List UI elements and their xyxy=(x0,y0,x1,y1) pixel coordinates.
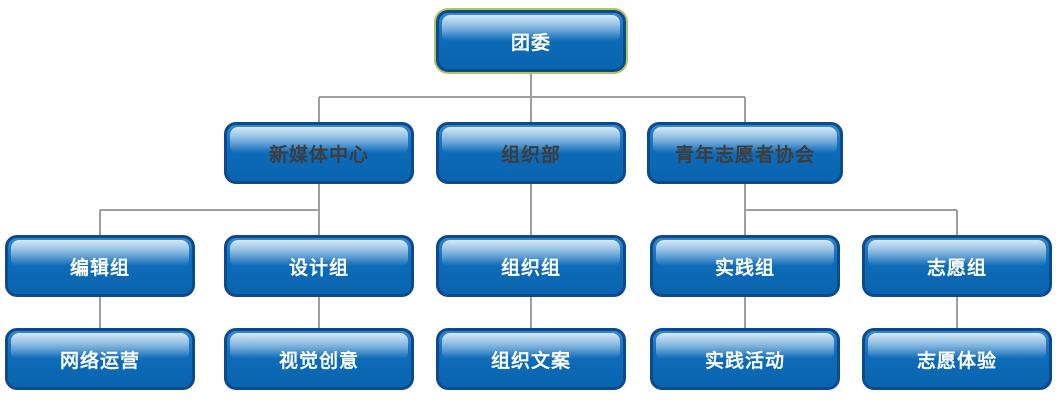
org-node-label: 实践活动 xyxy=(704,350,785,372)
org-node-zuzhiwenan[interactable]: 组织文案 xyxy=(436,328,626,390)
org-node-label: 设计组 xyxy=(288,257,349,279)
org-node-zhiyuanzu[interactable]: 志愿组 xyxy=(862,235,1052,297)
org-node-tuanwei[interactable]: 团委 xyxy=(436,10,626,72)
org-node-label: 青年志愿者协会 xyxy=(674,144,815,166)
org-node-label: 志愿组 xyxy=(926,257,987,279)
org-node-zhiyuantiyan[interactable]: 志愿体验 xyxy=(862,328,1052,390)
org-node-label: 新媒体中心 xyxy=(268,144,369,166)
org-node-label: 实践组 xyxy=(714,257,775,279)
org-node-shijianhuodong[interactable]: 实践活动 xyxy=(650,328,840,390)
org-node-zuzhizu[interactable]: 组织组 xyxy=(436,235,626,297)
org-node-shijuechuangyi[interactable]: 视觉创意 xyxy=(224,328,414,390)
org-node-bianjizu[interactable]: 编辑组 xyxy=(5,235,195,297)
org-node-label: 组织文案 xyxy=(490,350,571,372)
org-node-shejizu[interactable]: 设计组 xyxy=(224,235,414,297)
org-node-label: 网络运营 xyxy=(59,350,140,372)
org-node-label: 组织组 xyxy=(500,257,561,279)
org-node-qingzhixie[interactable]: 青年志愿者协会 xyxy=(647,122,843,184)
org-node-label: 团委 xyxy=(510,32,551,54)
org-node-shijianzu[interactable]: 实践组 xyxy=(650,235,840,297)
org-node-xinmeiti[interactable]: 新媒体中心 xyxy=(224,122,414,184)
org-node-wangluoyunying[interactable]: 网络运营 xyxy=(5,328,195,390)
org-node-label: 编辑组 xyxy=(69,257,130,279)
org-node-label: 组织部 xyxy=(500,144,561,166)
org-node-zuzhibu[interactable]: 组织部 xyxy=(436,122,626,184)
org-node-label: 志愿体验 xyxy=(916,350,997,372)
org-node-label: 视觉创意 xyxy=(278,350,359,372)
